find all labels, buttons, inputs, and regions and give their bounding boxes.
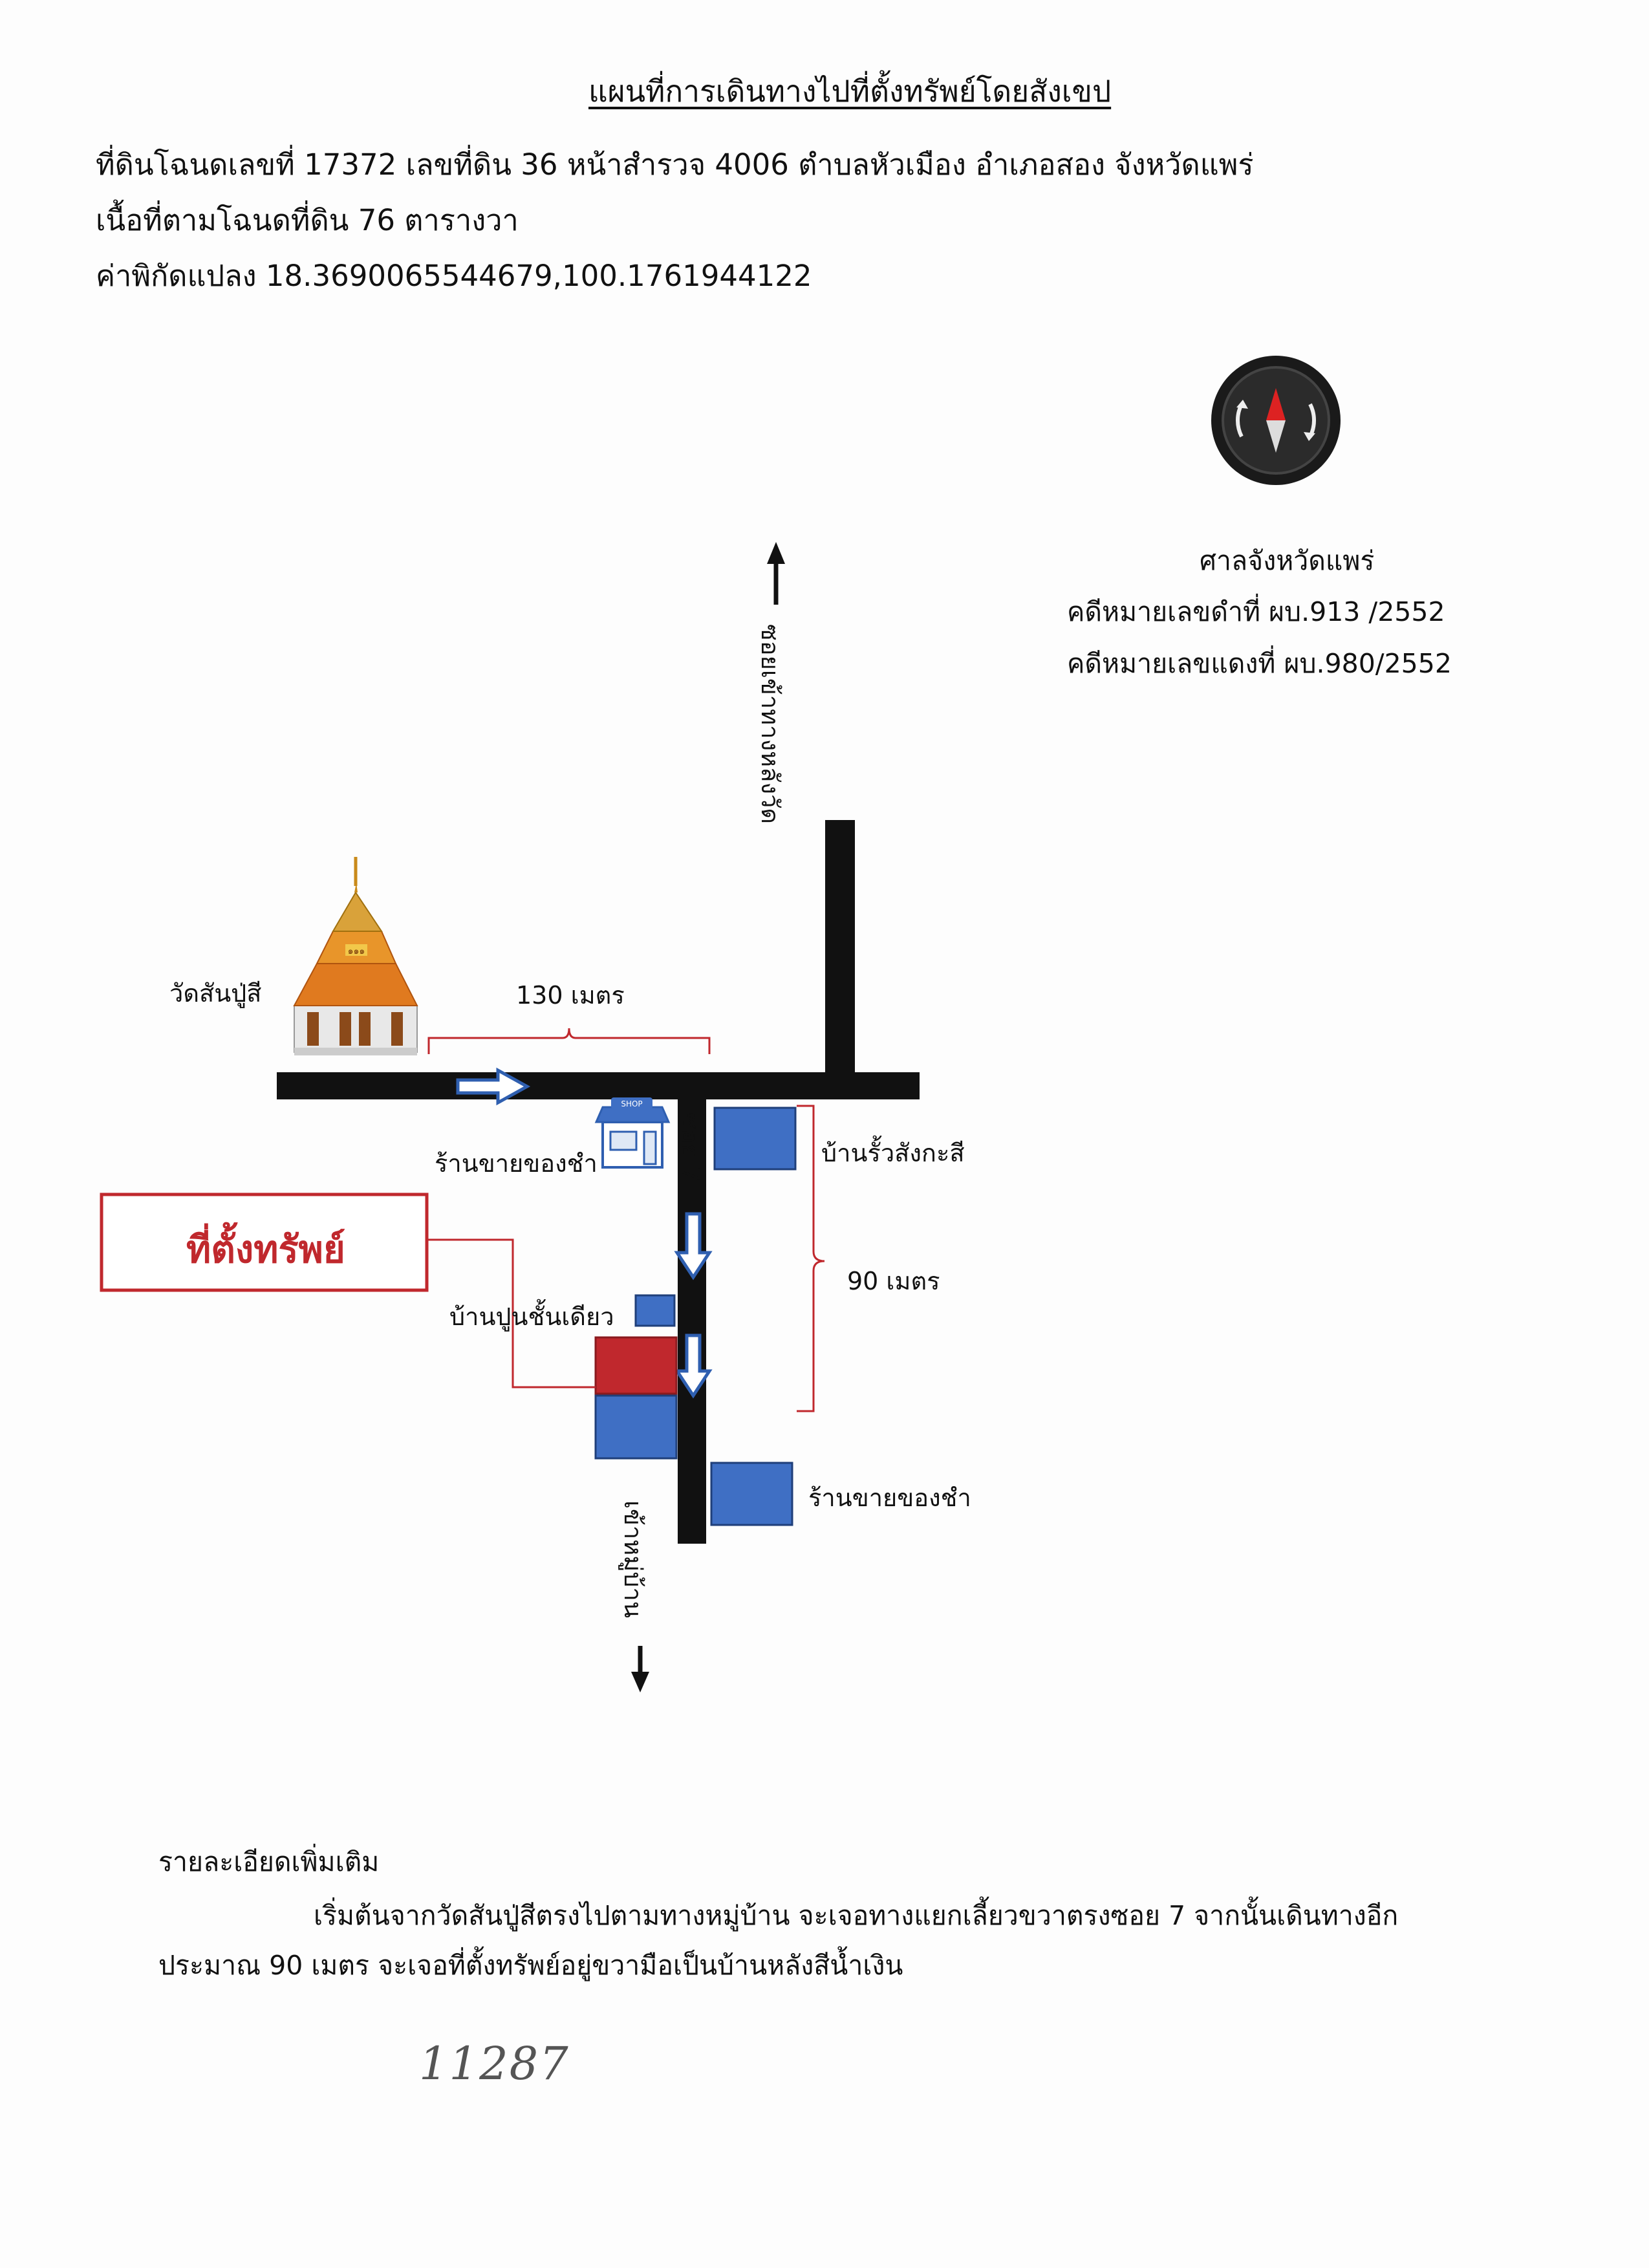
temple-icon: ๑๑๑	[293, 857, 418, 1055]
distance-bracket-130	[427, 1028, 711, 1054]
details-line-1: เริ่มต้นจากวัดสันปู่สีตรงไปตามทางหมู่บ้า…	[314, 1900, 1399, 1931]
details-heading: รายละเอียดเพิ่มเติม	[158, 1846, 380, 1877]
arrow-up-icon	[767, 542, 785, 605]
one-storey-house	[634, 1294, 676, 1327]
distance-label-130m: 130 เมตร	[516, 981, 625, 1010]
property-label-box	[100, 1193, 429, 1292]
zinc-fence-house	[713, 1107, 797, 1171]
shop-icon: SHOP	[594, 1097, 671, 1169]
to-village-label: เข้าหมู่บ้าน	[619, 1500, 647, 1618]
route-arrow-south-icon	[674, 1334, 713, 1399]
handwritten-note: 11287	[419, 2037, 570, 2090]
distance-label-90m: 90 เมตร	[847, 1267, 940, 1295]
svg-text:๑๑๑: ๑๑๑	[348, 946, 365, 956]
grocery-label-2: ร้านขายของชำ	[808, 1484, 971, 1512]
distance-bracket-90	[797, 1105, 825, 1412]
property-lot	[594, 1336, 678, 1395]
property-label: ที่ตั้งทรัพย์	[186, 1227, 345, 1271]
grocery-house-2	[710, 1462, 793, 1526]
compass-icon	[1211, 356, 1341, 485]
page-title: แผนที่การเดินทางไปที่ตั้งทรัพย์โดยสังเขป	[588, 74, 1112, 109]
main-village-road	[277, 1072, 920, 1099]
soi-7-road	[678, 1086, 706, 1544]
red-case-number: คดีหมายเลขแดงที่ ผบ.980/2552	[1067, 648, 1452, 679]
route-arrow-south-icon	[674, 1212, 713, 1280]
soi-7-label: ซอย 7	[676, 1112, 704, 1182]
zinc-fence-house-label: บ้านรั้วสังกะสี	[821, 1139, 965, 1167]
soi-temple-back-road	[825, 820, 855, 1094]
one-storey-house-label: บ้านปูนชั้นเดียว	[449, 1302, 614, 1331]
soi-temple-road-label: ซอยเข้าทางหลังวัด	[756, 624, 784, 825]
details-line-2: ประมาณ 90 เมตร จะเจอที่ตั้งทรัพย์อยู่ขวา…	[158, 1950, 903, 1981]
area-info-line: เนื้อที่ตามโฉนดที่ดิน 76 ตารางวา	[96, 203, 519, 237]
svg-text:SHOP: SHOP	[621, 1099, 642, 1108]
neighbor-house	[594, 1394, 678, 1460]
grocery-label-1: ร้านขายของชำ	[435, 1149, 598, 1178]
deed-info-line: ที่ดินโฉนดเลขที่ 17372 เลขที่ดิน 36 หน้า…	[96, 147, 1254, 182]
court-name: ศาลจังหวัดแพร่	[1200, 545, 1375, 576]
coordinates-line: ค่าพิกัดแปลง 18.3690065544679,100.176194…	[96, 259, 812, 293]
black-case-number: คดีหมายเลขดำที่ ผบ.913 /2552	[1067, 596, 1445, 627]
arrow-down-icon	[631, 1646, 649, 1692]
route-arrow-east-icon	[456, 1067, 531, 1106]
temple-label: วัดสันปู่สี	[169, 979, 262, 1008]
property-leader-line	[427, 1238, 596, 1388]
